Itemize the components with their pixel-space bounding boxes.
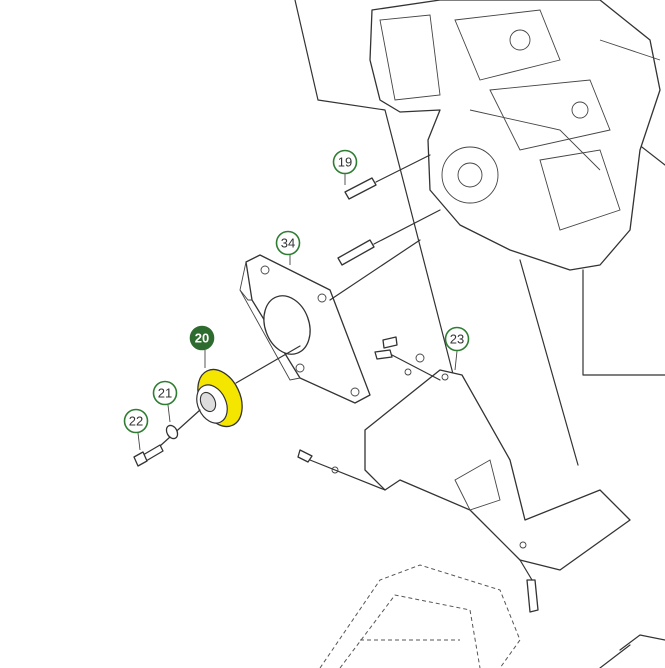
callout-21[interactable]: 21	[152, 380, 178, 406]
callout-34[interactable]: 34	[275, 230, 301, 256]
callout-22[interactable]: 22	[123, 408, 149, 434]
pin-19	[337, 154, 441, 266]
bolt-22	[133, 444, 164, 467]
callout-label: 19	[338, 155, 352, 170]
callout-label: 21	[158, 386, 172, 401]
pulley-20	[196, 345, 301, 428]
guard-23	[297, 336, 631, 613]
callout-20[interactable]: 20	[189, 325, 215, 351]
callout-19[interactable]: 19	[332, 149, 358, 175]
engine	[369, 0, 661, 271]
leader-lines	[137, 174, 458, 451]
frame-dashed	[319, 564, 665, 668]
callout-23[interactable]: 23	[444, 326, 470, 352]
callout-label: 23	[450, 332, 464, 347]
callout-label: 22	[129, 414, 143, 429]
callout-label: 20	[195, 331, 209, 346]
adapter-plate-34	[239, 239, 421, 404]
callout-label: 34	[281, 236, 295, 251]
